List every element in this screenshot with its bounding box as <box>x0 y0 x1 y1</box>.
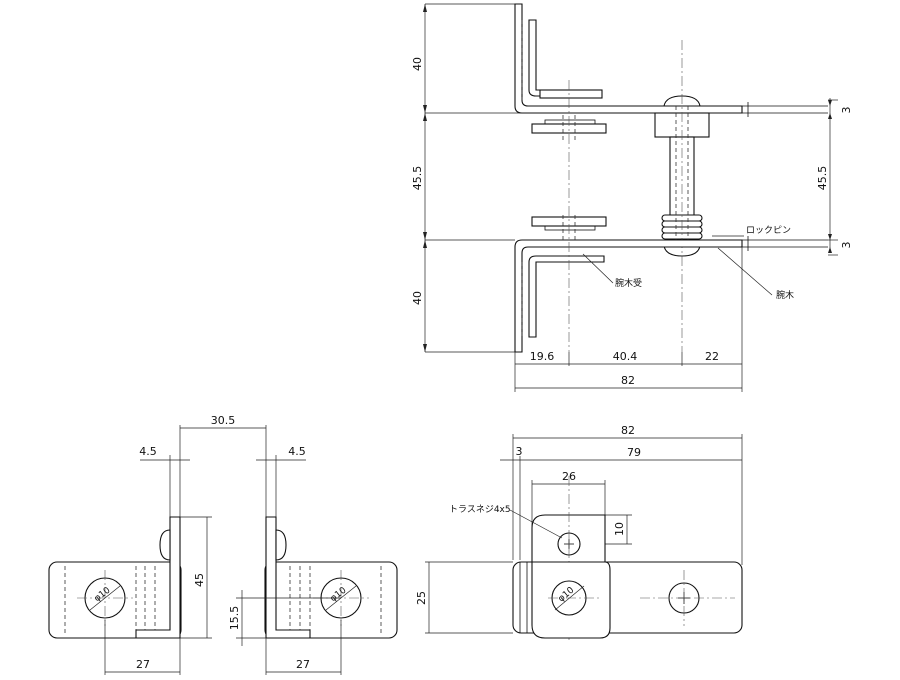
lower-bracket-inner <box>528 255 605 338</box>
dim-15-5: 15.5 <box>228 606 241 631</box>
label-truss-screw: トラスネジ4x5 <box>449 504 511 515</box>
plan-view: 82 3 79 26 10 トラスネジ4x5 φ10 <box>415 424 743 640</box>
dim-45-5-right: 45.5 <box>816 166 829 191</box>
dim-25-plan: 25 <box>415 591 428 605</box>
dim-27-right: 27 <box>296 658 310 671</box>
upper-plate <box>539 89 603 99</box>
label-arm: 腕木 <box>776 289 794 301</box>
front-view: 40 45.5 40 3 45.5 3 <box>411 3 853 392</box>
dim-40-upper: 40 <box>411 57 424 71</box>
upper-bracket-inner <box>528 19 601 97</box>
dim-10-plan: 10 <box>613 522 626 536</box>
dim-3-lower: 3 <box>840 242 853 249</box>
dim-19-6: 19.6 <box>530 350 555 363</box>
side-views: 30.5 4.5 4.5 φ10 45 27 <box>48 414 398 675</box>
dim-3-plan: 3 <box>516 445 523 458</box>
label-lock-pin: ロックピン <box>746 225 791 236</box>
dim-79-plan: 79 <box>627 446 641 459</box>
dim-82-front: 82 <box>621 374 635 387</box>
dim-45-5-left: 45.5 <box>411 166 424 191</box>
dim-4-5-right: 4.5 <box>288 445 306 458</box>
dim-27-left: 27 <box>136 658 150 671</box>
label-arm-receiver: 腕木受 <box>615 277 642 289</box>
dim-82-plan: 82 <box>621 424 635 437</box>
dim-45: 45 <box>193 573 206 587</box>
dim-3-upper: 3 <box>840 107 853 114</box>
dim-30-5: 30.5 <box>211 414 236 427</box>
dim-22: 22 <box>705 350 719 363</box>
dim-40-4: 40.4 <box>613 350 638 363</box>
dim-4-5-left: 4.5 <box>139 445 157 458</box>
dim-40-lower: 40 <box>411 291 424 305</box>
